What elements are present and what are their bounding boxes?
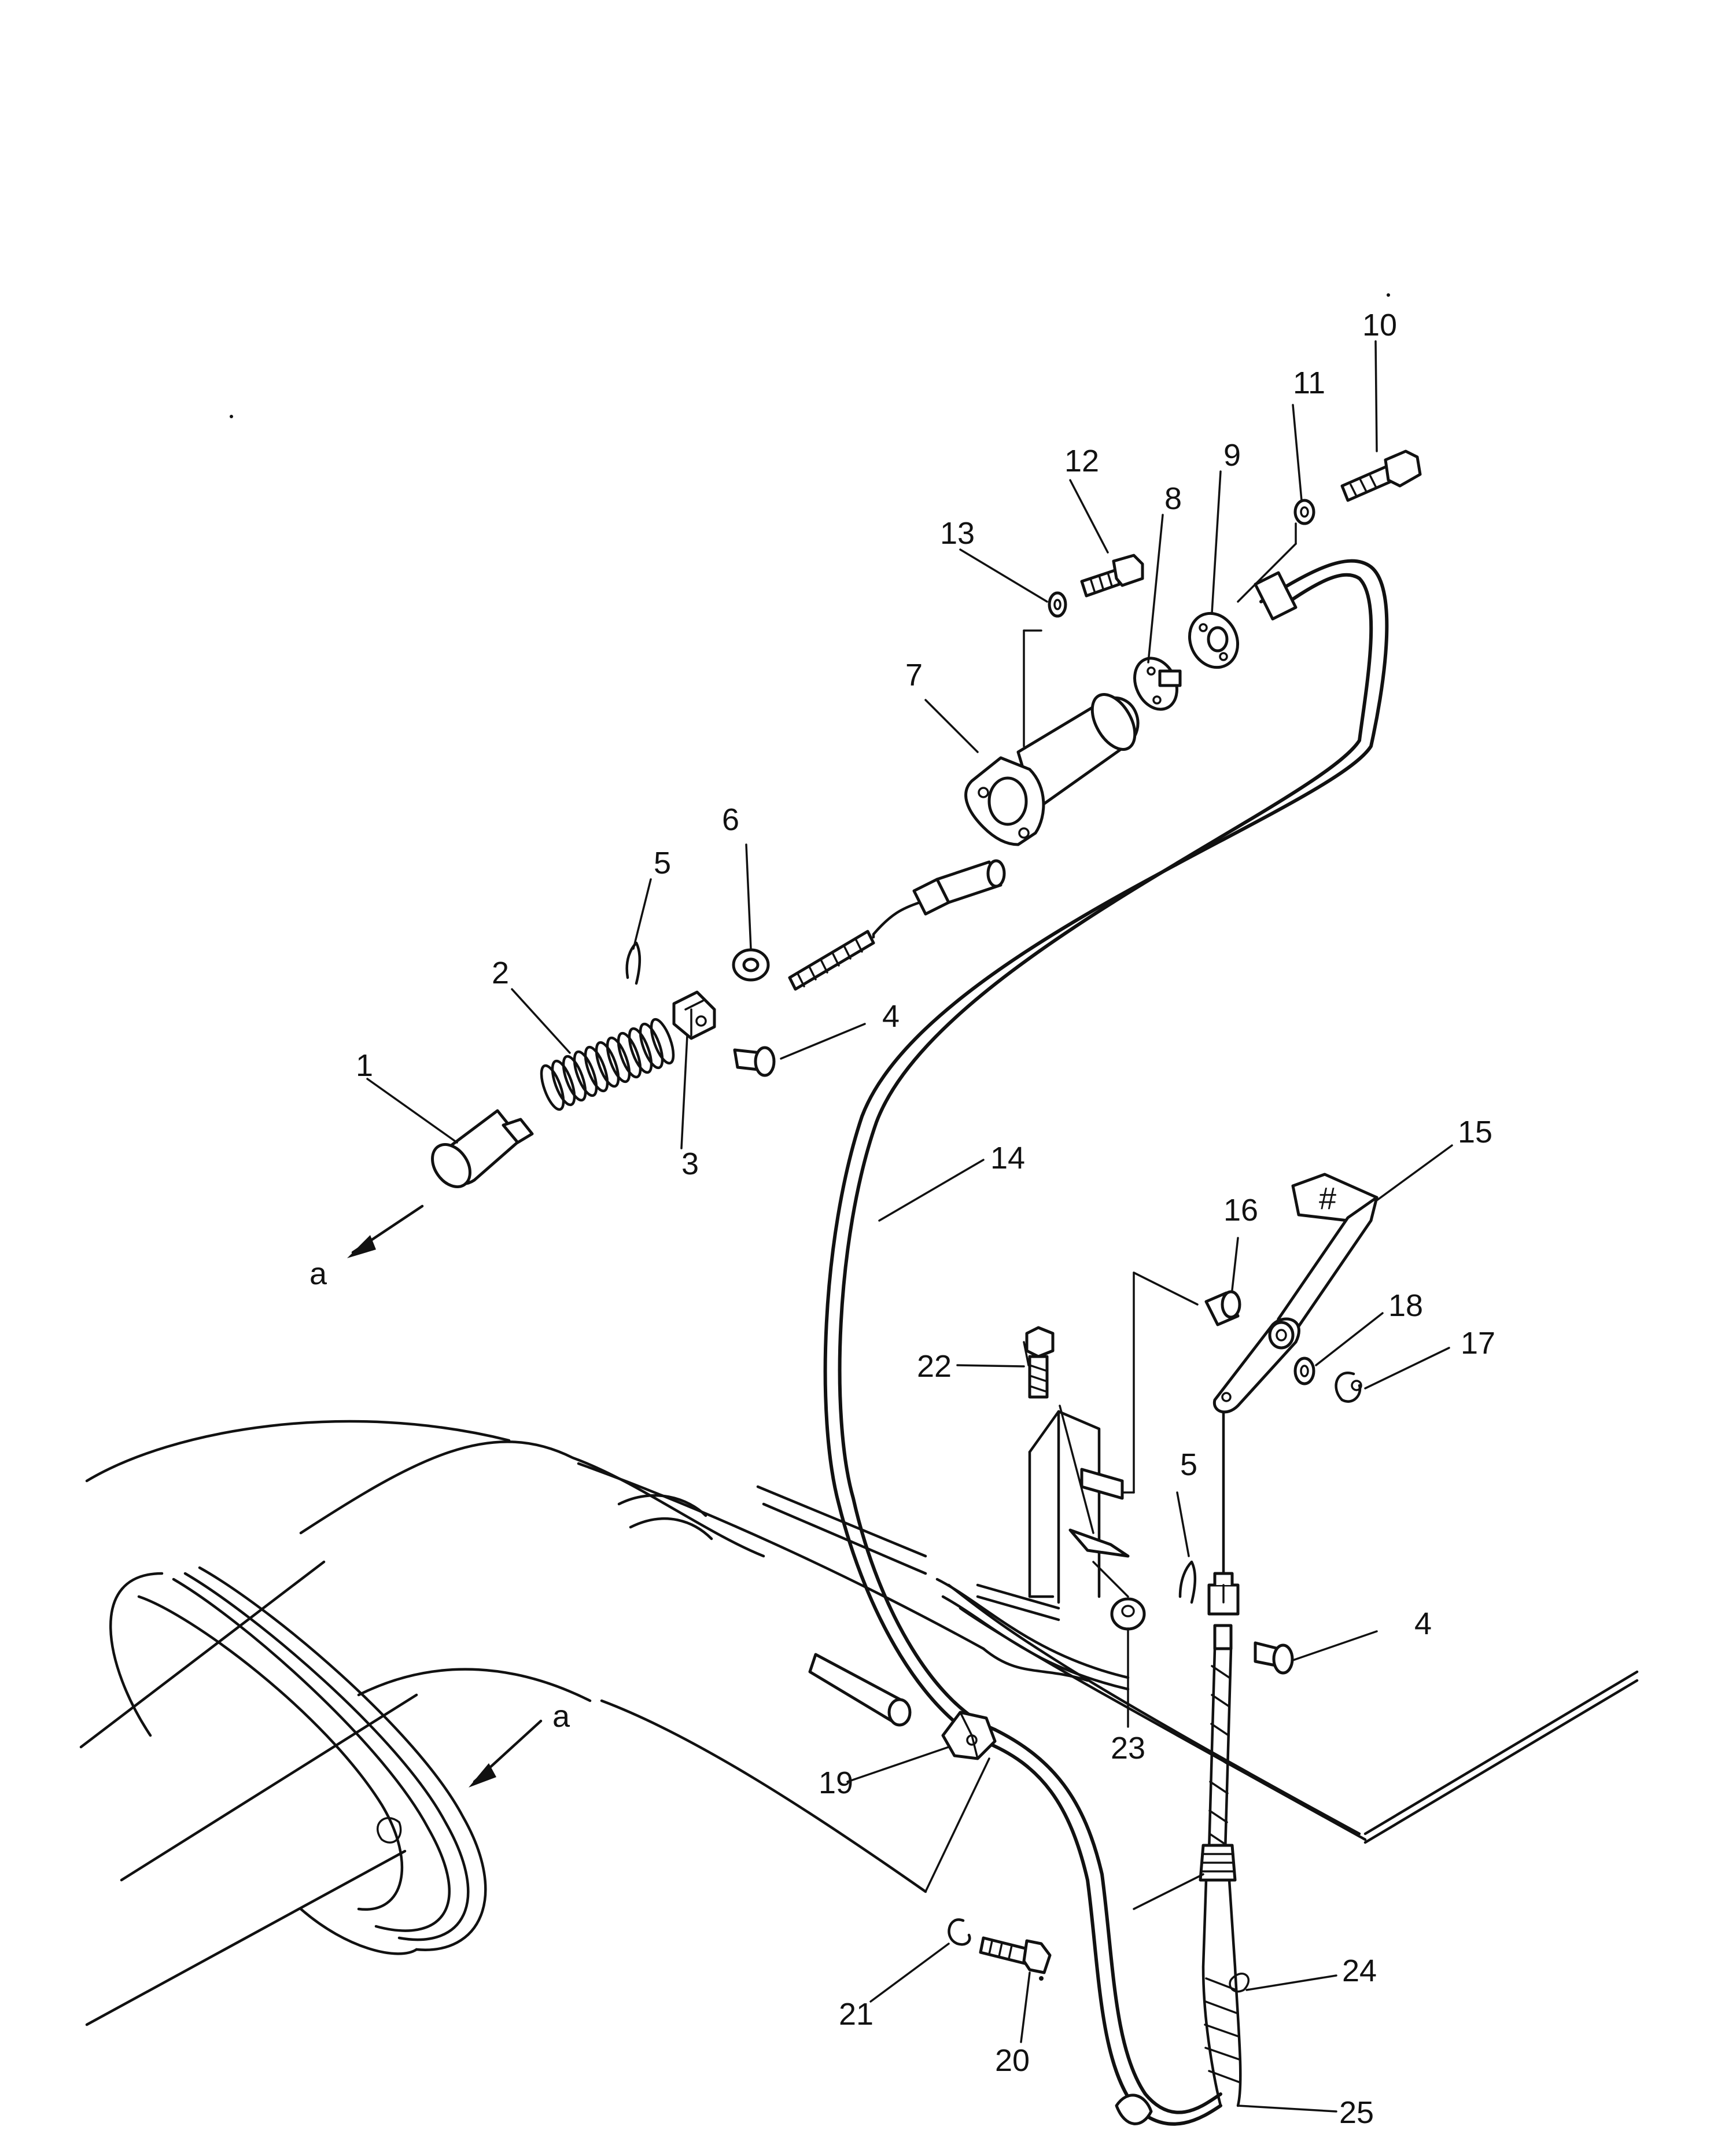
part-1-rod bbox=[431, 1109, 534, 1188]
spring-coil bbox=[540, 1064, 565, 1111]
part-4-pin-lower bbox=[1254, 1641, 1294, 1675]
part-8-disc bbox=[1133, 657, 1182, 711]
part-18-washer bbox=[1293, 1357, 1315, 1385]
part-10-bolt bbox=[1340, 449, 1422, 502]
callout-p13: 13 bbox=[940, 516, 975, 551]
pedal-mark: # bbox=[1319, 1181, 1336, 1216]
mounting-bracket bbox=[976, 1271, 1199, 1621]
callout-p1: 1 bbox=[356, 1048, 373, 1083]
spring-coil bbox=[617, 1031, 642, 1079]
cable-end-rod bbox=[788, 859, 1006, 991]
part-15-pedal: # bbox=[1212, 1173, 1379, 1414]
view-marker-upper: a bbox=[309, 1256, 327, 1291]
part-20-bolt bbox=[979, 1936, 1052, 1974]
callout-p6: 6 bbox=[722, 802, 739, 837]
part-11-washer bbox=[1293, 499, 1315, 525]
callout-p20: 20 bbox=[995, 2043, 1030, 2078]
callout-p25: 25 bbox=[1339, 2095, 1374, 2130]
callout-p17: 17 bbox=[1461, 1326, 1495, 1361]
callout-p5a: 5 bbox=[654, 846, 671, 880]
spring-coil bbox=[595, 1041, 620, 1088]
spring-coil bbox=[628, 1027, 653, 1074]
axle-housing bbox=[79, 1420, 1639, 2026]
spring-coil bbox=[562, 1055, 587, 1102]
view-arrows: a a bbox=[309, 1204, 570, 1788]
part-12-bolt bbox=[1080, 554, 1144, 598]
part-16-bushing bbox=[1204, 1290, 1241, 1326]
cable-14 bbox=[823, 559, 1389, 2126]
callout-p3: 3 bbox=[681, 1147, 699, 1181]
part-13-washer bbox=[1048, 591, 1067, 618]
callout-p5b: 5 bbox=[1180, 1447, 1197, 1482]
spring-coil bbox=[650, 1018, 675, 1065]
part-23-nut bbox=[1092, 1561, 1146, 1631]
part-5-cotter-lower bbox=[1178, 1560, 1197, 1604]
part-22-bolt bbox=[1025, 1326, 1094, 1534]
part-7-tube bbox=[964, 629, 1140, 846]
part-2-spring bbox=[540, 1018, 675, 1111]
part-21-washer bbox=[948, 1918, 971, 1946]
part-4-pin-upper bbox=[733, 1046, 776, 1077]
part-3-clevis bbox=[672, 990, 716, 1040]
callout-p4a: 4 bbox=[882, 999, 900, 1034]
callout-p8: 8 bbox=[1164, 481, 1182, 516]
spring-coil bbox=[639, 1022, 664, 1070]
callout-p23: 23 bbox=[1111, 1731, 1145, 1766]
part-19-clamp bbox=[924, 1711, 997, 1893]
cable-25 bbox=[1115, 1410, 1250, 2125]
part-6-nut bbox=[732, 948, 770, 982]
callout-p2: 2 bbox=[492, 956, 509, 990]
callout-p11: 11 bbox=[1293, 366, 1325, 400]
callout-p4b: 4 bbox=[1414, 1606, 1432, 1641]
leader-lines bbox=[366, 340, 1453, 2113]
callout-p19: 19 bbox=[819, 1766, 853, 1800]
callout-p21: 21 bbox=[839, 1997, 873, 2032]
view-marker-lower: a bbox=[552, 1699, 570, 1734]
callout-p15: 15 bbox=[1458, 1115, 1492, 1149]
part-5-cotter-upper bbox=[625, 941, 642, 985]
callout-labels: 1234455678910111213141516171819202122232… bbox=[356, 308, 1495, 2130]
callout-p10: 10 bbox=[1362, 308, 1397, 342]
spring-coil bbox=[584, 1045, 609, 1093]
callout-p22: 22 bbox=[917, 1349, 952, 1384]
spring-coil bbox=[606, 1036, 631, 1083]
part-17-snap-ring bbox=[1335, 1372, 1362, 1403]
part-9-plate bbox=[1188, 522, 1297, 669]
callout-p14: 14 bbox=[990, 1141, 1025, 1175]
callout-p24: 24 bbox=[1342, 1954, 1377, 1988]
callout-p16: 16 bbox=[1223, 1193, 1258, 1228]
callout-p7: 7 bbox=[905, 658, 923, 692]
spring-coil bbox=[551, 1059, 576, 1107]
callout-p18: 18 bbox=[1388, 1288, 1423, 1323]
spring-coil bbox=[573, 1050, 598, 1097]
callout-p9: 9 bbox=[1223, 438, 1241, 473]
callout-p12: 12 bbox=[1064, 444, 1099, 478]
